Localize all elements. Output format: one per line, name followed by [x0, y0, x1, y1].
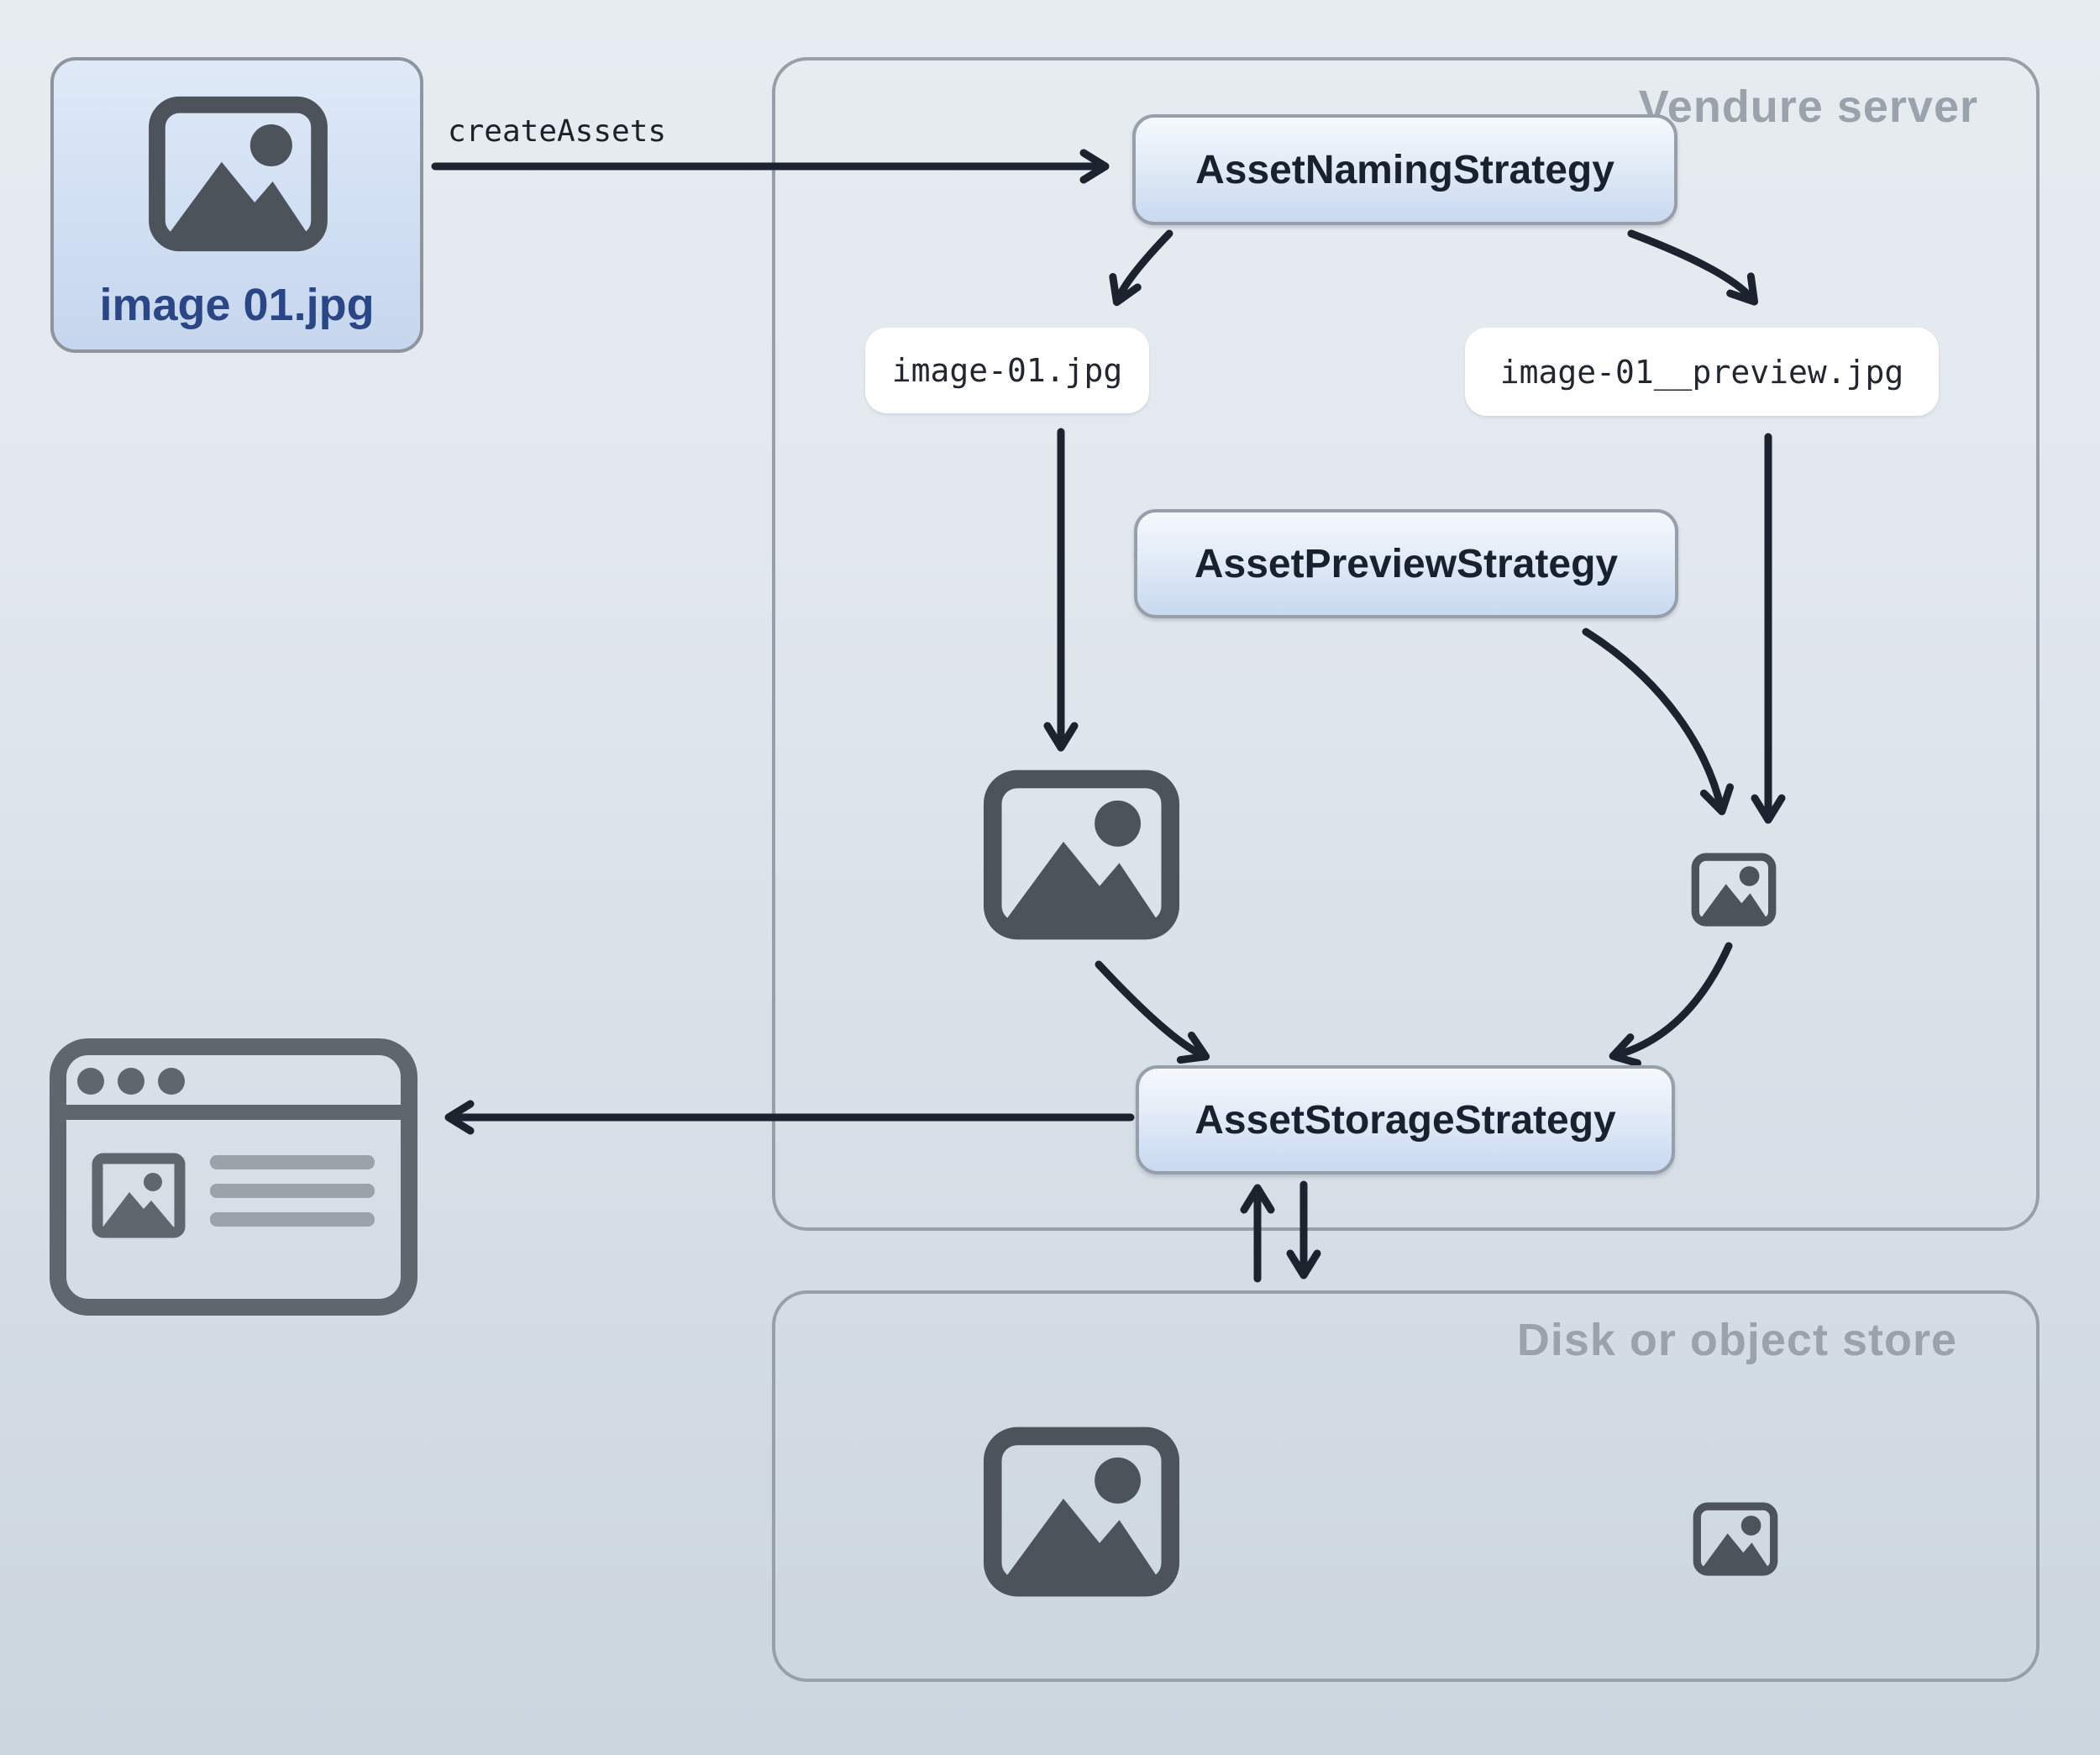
stored-image-icon-large	[983, 1426, 1180, 1598]
source-image-filename: image 01.jpg	[99, 280, 375, 330]
stored-image-thumbnail-icon	[1693, 1502, 1778, 1576]
image-thumbnail-icon	[1691, 853, 1777, 927]
thumb-to-storage-arrow	[1609, 942, 1733, 1067]
original-filename-pill: image-01.jpg	[865, 328, 1149, 413]
image-icon-large	[983, 769, 1180, 941]
image-to-storage-arrow	[1095, 960, 1210, 1064]
naming-to-original-arrow	[1109, 229, 1173, 307]
vendure-server-label: Vendure server	[1638, 81, 1978, 132]
image-icon	[148, 96, 328, 252]
source-image-card: image 01.jpg	[50, 57, 423, 353]
asset-preview-strategy-box: AssetPreviewStrategy	[1134, 509, 1678, 618]
asset-naming-strategy-box: AssetNamingStrategy	[1132, 114, 1677, 225]
create-assets-label: createAssets	[447, 114, 667, 149]
disk-store-label: Disk or object store	[1516, 1315, 1957, 1365]
vendure-server-container	[772, 57, 2040, 1231]
browser-thumbnail-icon	[92, 1153, 186, 1238]
naming-to-preview-arrow	[1627, 229, 1759, 306]
preview-strategy-to-thumb-arrow	[1582, 628, 1735, 816]
browser-text-lines	[210, 1155, 375, 1227]
disk-store-container	[772, 1290, 2040, 1682]
asset-storage-strategy-box: AssetStorageStrategy	[1136, 1065, 1675, 1174]
preview-filename-pill: image-01__preview.jpg	[1465, 328, 1939, 416]
browser-window-icon	[50, 1038, 417, 1316]
